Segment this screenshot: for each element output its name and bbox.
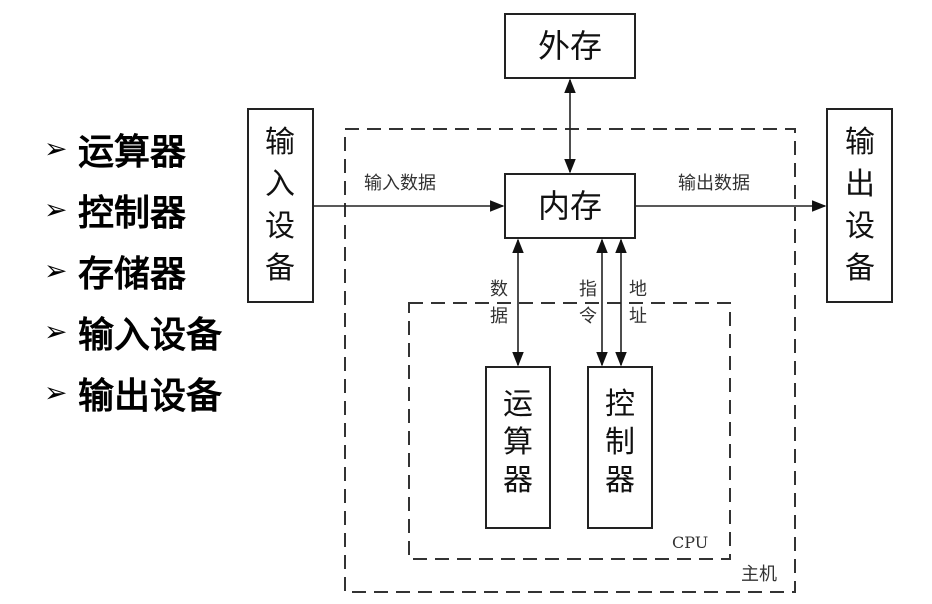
output-data-label: 输出数据 [678, 173, 750, 194]
instruction-label-char: 指 [579, 279, 597, 300]
alu-char: 器 [503, 463, 533, 498]
memory-box: 内存 [504, 173, 636, 239]
arrowhead-bullet-icon: ➢ [44, 193, 68, 226]
host-label: 主机 [741, 564, 777, 585]
list-item: ➢ 运算器 [44, 118, 222, 179]
arrowhead-bullet-icon: ➢ [44, 132, 68, 165]
input-data-label: 输入数据 [364, 173, 436, 194]
external-storage-box: 外存 [504, 13, 636, 79]
list-item-label: 控制器 [78, 192, 187, 234]
control-unit-char: 器 [605, 463, 635, 498]
output-device-char: 备 [845, 251, 875, 286]
cpu-label: CPU [672, 533, 708, 552]
output-device-char: 出 [845, 167, 875, 202]
input-device-box: 输 入 设 备 [247, 108, 314, 303]
address-label-char: 地 [629, 279, 647, 300]
instruction-label-char: 令 [579, 306, 597, 327]
output-device-char: 输 [845, 125, 875, 160]
input-device-char: 设 [265, 209, 295, 244]
alu-char: 算 [503, 425, 533, 460]
memory-label: 内存 [538, 187, 602, 225]
input-device-char: 输 [265, 125, 295, 160]
output-device-char: 设 [845, 209, 875, 244]
list-item-label: 输出设备 [78, 375, 223, 417]
list-item: ➢ 存储器 [44, 240, 222, 301]
list-item: ➢ 控制器 [44, 179, 222, 240]
input-device-char: 备 [265, 251, 295, 286]
data-label-char: 数 [490, 279, 508, 300]
list-item-label: 运算器 [78, 131, 187, 173]
list-item: ➢ 输入设备 [44, 301, 222, 362]
external-storage-label: 外存 [538, 27, 602, 65]
arrowhead-bullet-icon: ➢ [44, 315, 68, 348]
control-unit-char: 制 [605, 425, 635, 460]
alu-char: 运 [503, 387, 533, 422]
address-label-char: 址 [629, 306, 647, 327]
output-device-box: 输 出 设 备 [826, 108, 893, 303]
arrowhead-bullet-icon: ➢ [44, 254, 68, 287]
component-list: ➢ 运算器 ➢ 控制器 ➢ 存储器 ➢ 输入设备 ➢ 输出设备 [44, 118, 222, 423]
data-label-char: 据 [490, 306, 508, 327]
list-item-label: 输入设备 [78, 314, 223, 356]
list-item-label: 存储器 [78, 253, 187, 295]
control-unit-char: 控 [605, 387, 635, 422]
control-unit-box: 控 制 器 [587, 366, 653, 529]
list-item: ➢ 输出设备 [44, 362, 222, 423]
cpu-boundary [408, 302, 731, 560]
alu-box: 运 算 器 [485, 366, 551, 529]
arrowhead-bullet-icon: ➢ [44, 376, 68, 409]
input-device-char: 入 [265, 167, 295, 202]
